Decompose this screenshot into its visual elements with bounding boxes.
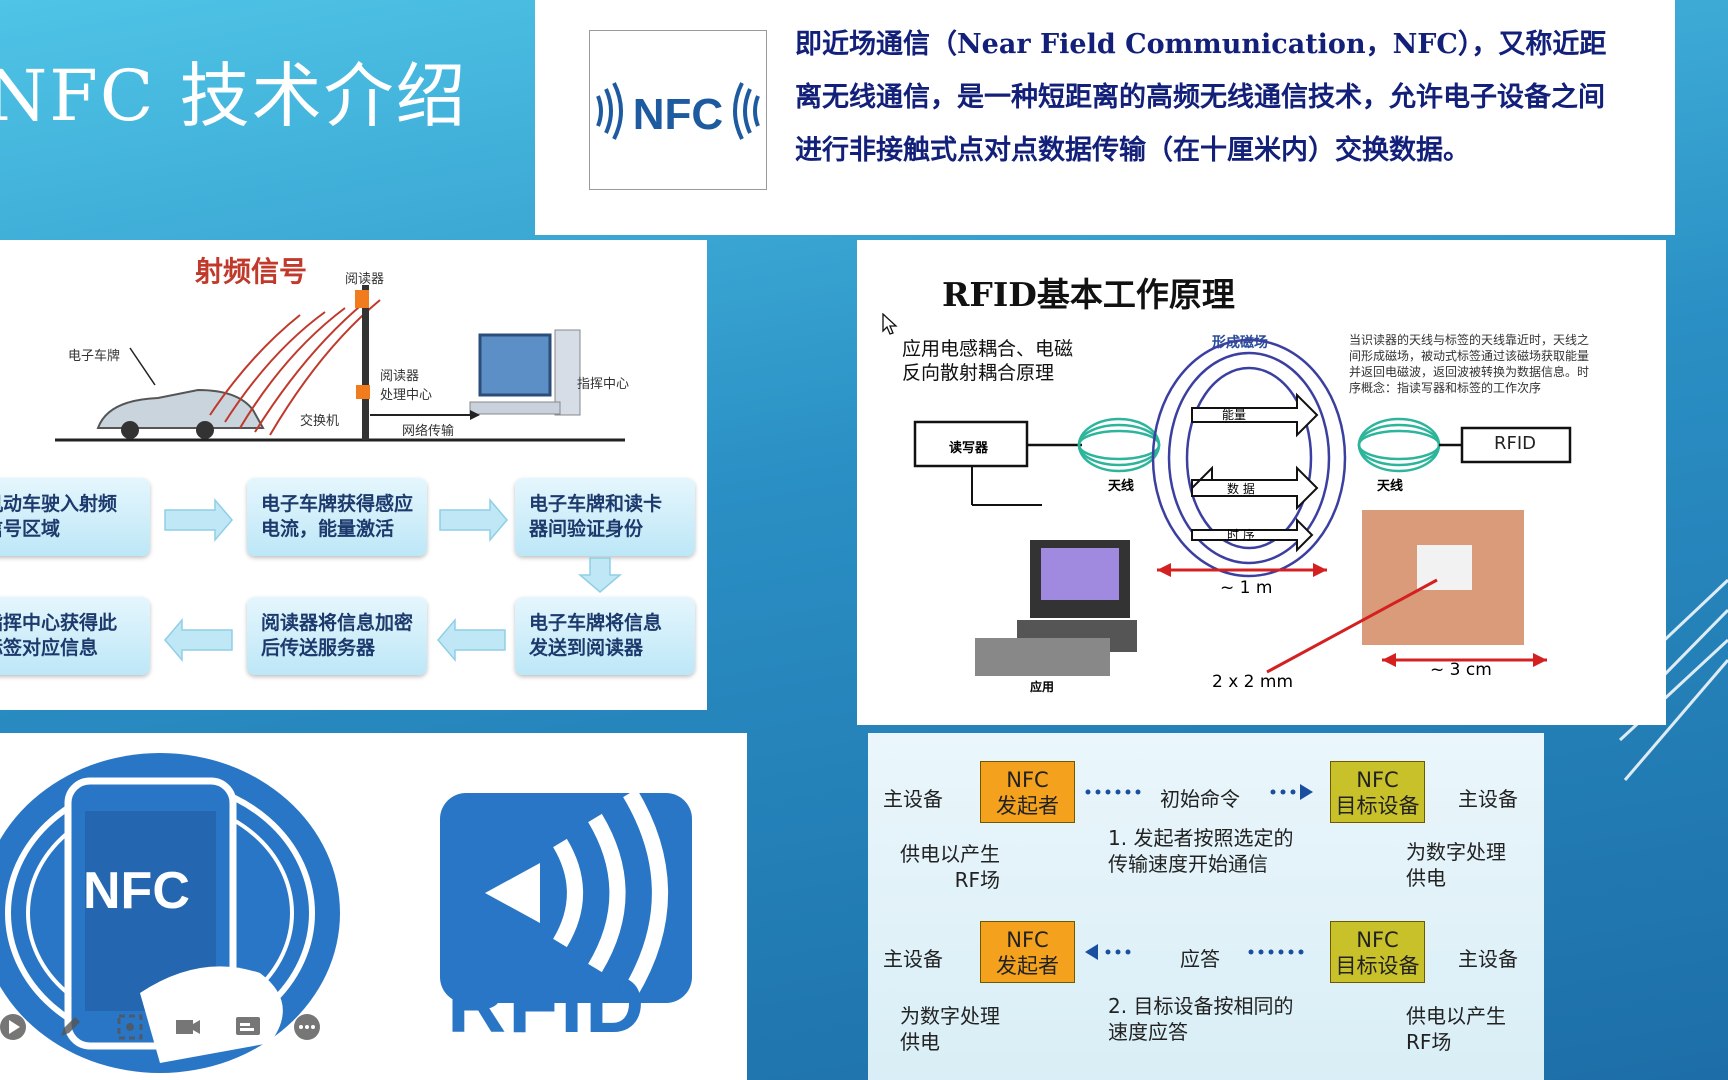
subtitle-icon[interactable] [233, 1012, 263, 1042]
camera-icon[interactable] [173, 1012, 203, 1042]
rfid-antenna-left: 天线 [1108, 479, 1135, 494]
arrow-right-icon [1300, 784, 1313, 800]
arrow-left-icon [437, 617, 506, 663]
flow-arrows [164, 497, 623, 663]
rfid-antenna-right: 天线 [1377, 479, 1404, 494]
rfid-principle-figure: RFID基本工作原理 应用电感耦合、电磁 反向散射耦合原理 形成磁场 当识读器的… [857, 240, 1666, 725]
rfid-distance: ~ 1 m [1220, 578, 1273, 598]
flow-step-2: 电子车牌获得感应 电流，能量激活 [247, 478, 427, 556]
power-data-label: 为数字处理 供电 [1406, 840, 1506, 890]
nfc-flow-arrows [1085, 784, 1313, 960]
target-box: NFC 目标设备 [1330, 921, 1425, 983]
magnetic-field-icon [1151, 338, 1347, 578]
nfc-logo-label: NFC [83, 862, 190, 920]
flow-step-4: 指挥中心获得此 标签对应信息 [0, 597, 150, 675]
label-plate: 电子车牌 [68, 349, 121, 364]
flow-step-6: 电子车牌将信息 发送到阅读器 [515, 597, 695, 675]
screenshot-icon[interactable] [115, 1012, 145, 1042]
etc-figure: 射频信号 电子车牌 阅读器 阅读器 处理中心 交换机 网络传输 指挥中心 机动车… [0, 240, 707, 710]
rfid-subtitle: 应用电感耦合、电磁 反向散射耦合原理 [902, 338, 1074, 384]
intro-text: 即近场通信（Near Field Communication，NFC），又称近距… [795, 29, 1607, 166]
rfid-timing-label: 时 序 [1227, 528, 1255, 542]
nfc-logo-icon: NFC [596, 82, 760, 140]
host-label: 主设备 [1458, 947, 1518, 971]
initiator-box: NFC 发起者 [980, 761, 1075, 823]
arrow-left-icon [164, 617, 233, 663]
rfid-note: 当识读器的天线与标签的天线靠近时，天线之间形成磁场，被动式标签通过该磁场获取能量… [1349, 333, 1590, 395]
mouse-cursor-icon [882, 313, 898, 335]
step2-label: 2. 目标设备按相同的 速度应答 [1108, 994, 1294, 1044]
rfid-tag-size: ~ 3 cm [1430, 660, 1492, 680]
step1-label: 1. 发起者按照选定的 传输速度开始通信 [1108, 826, 1294, 876]
rfid-reader-label: 读写器 [949, 441, 989, 456]
rfid-chip-size: 2 x 2 mm [1212, 672, 1294, 692]
nfc-phone-logo-icon [0, 753, 692, 1073]
nfc-logo-box: NFC [589, 30, 767, 190]
play-icon[interactable] [0, 1012, 28, 1042]
nfc-logo-text: NFC [633, 90, 723, 139]
computer-icon [478, 333, 552, 397]
label-command: 指挥中心 [577, 377, 630, 392]
power-rf-label: 供电以产生 RF场 [1406, 1004, 1506, 1054]
pen-icon[interactable] [55, 1012, 85, 1042]
more-icon[interactable] [292, 1012, 322, 1042]
arrow-down-icon [577, 557, 623, 593]
logo-panel: NFC RFID [0, 733, 747, 1080]
rfid-energy-label: 能量 [1222, 408, 1247, 422]
rfid-title: RFID基本工作原理 [942, 275, 1235, 314]
arrow-left-icon [1085, 944, 1098, 960]
host-label: 主设备 [883, 947, 943, 971]
response-label: 应答 [1180, 947, 1220, 971]
host-label: 主设备 [1458, 787, 1518, 811]
nfc-flow-figure: 主设备 NFC 发起者 初始命令 NFC 目标设备 主设备 供电以产生 RF场 … [868, 733, 1544, 1080]
flow-step-5: 阅读器将信息加密 后传送服务器 [247, 597, 427, 675]
rfid-logo-icon [440, 793, 692, 1003]
init-command-label: 初始命令 [1160, 787, 1240, 811]
target-box: NFC 目标设备 [1330, 761, 1425, 823]
reader-pole-icon [362, 285, 369, 440]
power-rf-label: 供电以产生 RF场 [900, 842, 1000, 892]
arrow-right-icon [439, 497, 508, 543]
power-data-label: 为数字处理 供电 [900, 1004, 1000, 1054]
rfid-logo-label: RFID [447, 959, 647, 1050]
initiator-box: NFC 发起者 [980, 921, 1075, 983]
etc-heading: 射频信号 [195, 255, 308, 288]
rfid-app-label: 应用 [1030, 680, 1055, 694]
rfid-diagram [913, 338, 1572, 676]
etc-scene [55, 285, 625, 442]
slide-title: NFC 技术介绍 [0, 55, 468, 137]
label-network: 网络传输 [402, 424, 455, 439]
flow-step-3: 电子车牌和读卡 器间验证身份 [515, 478, 695, 556]
rfid-tag-label: RFID [1494, 433, 1537, 454]
energy-arrow-icon [1191, 392, 1319, 438]
label-reader: 阅读器 [345, 272, 385, 287]
arrow-right-icon [164, 497, 233, 543]
rfid-data-label: 数 据 [1227, 482, 1255, 496]
label-switch: 交换机 [300, 414, 340, 429]
label-reader-center: 阅读器 处理中心 [380, 369, 433, 403]
flow-step-1: 机动车驶入射频 信号区域 [0, 478, 150, 556]
host-label: 主设备 [883, 787, 943, 811]
antenna-coil-icon [1077, 417, 1441, 473]
